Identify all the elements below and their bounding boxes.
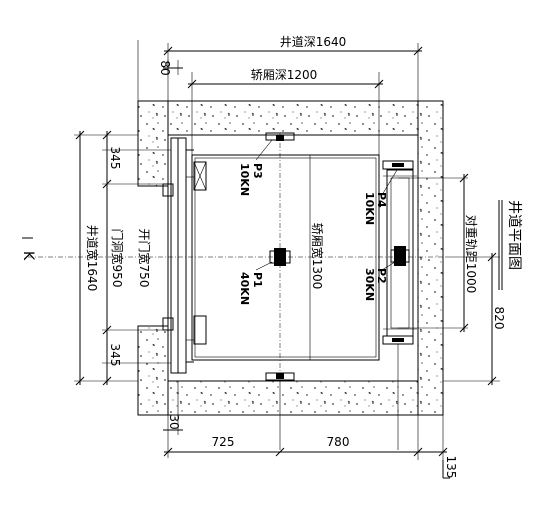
dim-bottom-30: 30 (167, 414, 181, 429)
dim-car-depth: 轿厢深1200 (251, 67, 318, 82)
load-p1-name: P1 (251, 272, 264, 288)
load-p4-value: 10KN (363, 192, 376, 225)
wall-left-bottom (137, 325, 169, 416)
load-p4-name: P4 (375, 192, 388, 208)
dim-bottom-135: 135 (444, 456, 458, 479)
car-outline (191, 154, 380, 361)
car-door-panel-top (193, 161, 207, 191)
wall-top (137, 100, 444, 136)
shaft-walls (137, 100, 444, 416)
wall-right (417, 100, 444, 416)
counterweight (382, 160, 417, 345)
load-p3-name: P3 (251, 163, 264, 179)
dim-car-width: 轿厢宽1300 (310, 223, 325, 290)
dim-shaft-depth: 井道深1640 (280, 35, 347, 49)
dim-right-offset: 820 (492, 307, 506, 330)
extension-lines (74, 40, 500, 460)
drawing-title: 井道平面图 (506, 200, 522, 270)
load-p1-value: 40KN (238, 272, 251, 305)
dim-bottom-725: 725 (212, 435, 235, 449)
dim-left-top: 345 (108, 147, 122, 170)
wall-left-top (137, 100, 169, 187)
dim-bottom-780: 780 (327, 435, 350, 449)
direction-mark: K (20, 251, 36, 261)
dim-counterweight-rail: 对重轨距1000 (464, 215, 478, 294)
wall-bottom (137, 380, 444, 416)
dimension-lines (75, 46, 497, 479)
load-p2-name: P2 (375, 268, 388, 284)
car-door-panel-bottom (193, 315, 207, 345)
shaft-inner-outline (167, 134, 419, 382)
dim-shaft-width: 井道宽1640 (85, 225, 100, 292)
dim-top-offset: 80 (158, 60, 172, 75)
load-p3-value: 10KN (238, 163, 251, 196)
p1-load-block (269, 248, 291, 266)
landing-door (162, 137, 194, 374)
load-p2-value: 30KN (363, 268, 376, 301)
car (186, 154, 380, 361)
dim-clear-opening: 开门宽750 (137, 229, 152, 288)
dim-door-opening: 门洞宽950 (110, 229, 125, 288)
dim-left-bottom: 345 (108, 344, 122, 367)
